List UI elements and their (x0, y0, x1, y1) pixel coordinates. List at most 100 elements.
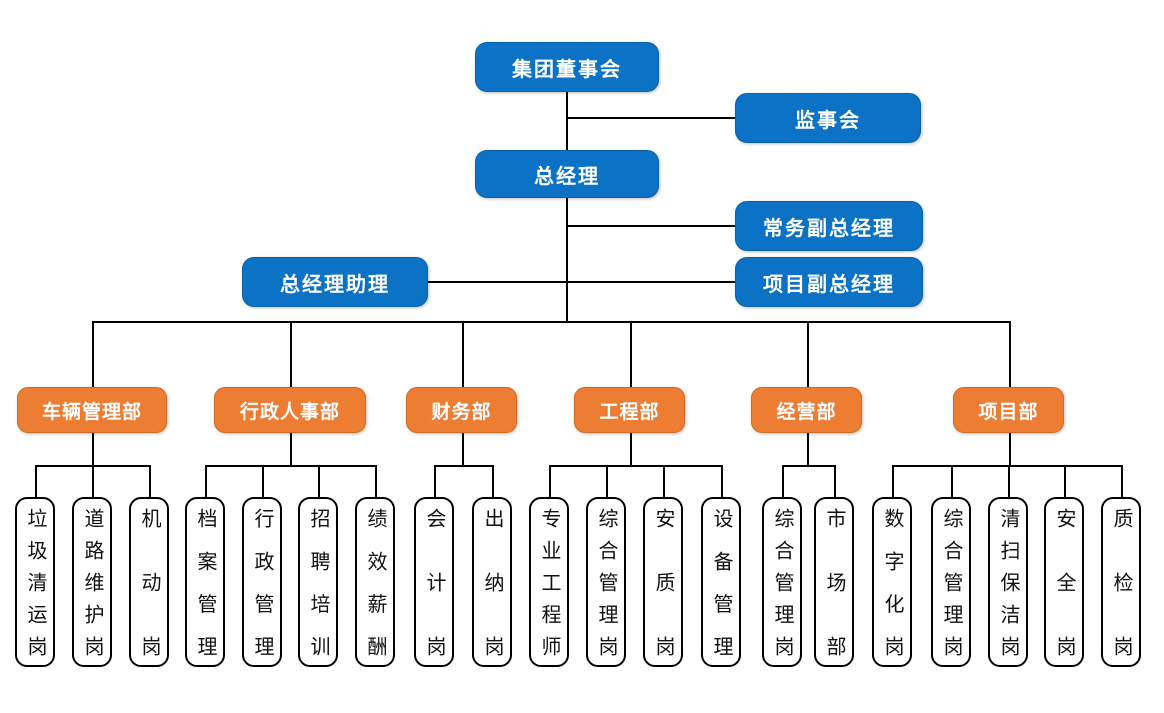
node-dept-finance: 财务部 (406, 387, 517, 433)
post-label: 档案管理 (194, 507, 216, 679)
node-supervisory-board: 监事会 (735, 93, 921, 143)
connector-line (35, 465, 37, 497)
post-label: 综合管理岗 (940, 508, 962, 668)
connector-line (1121, 465, 1123, 497)
node-post-cleaning: 清扫保洁岗 (988, 497, 1028, 668)
post-label: 绩效薪酬 (364, 507, 386, 679)
post-label: 机动岗 (138, 508, 160, 700)
connector-line (549, 465, 551, 497)
connector-line (205, 465, 376, 467)
connector-line (290, 433, 292, 466)
connector-line (663, 465, 665, 497)
node-general-manager: 总经理 (475, 150, 659, 198)
connector-line (434, 465, 436, 497)
node-label: 项目副总经理 (763, 273, 895, 296)
connector-line (462, 321, 464, 387)
node-post-garbage-removal: 垃圾清运岗 (15, 497, 55, 668)
connector-line (290, 321, 292, 387)
node-post-equipment-management: 设备管理 (701, 497, 741, 679)
connector-line (92, 321, 1010, 323)
node-post-mobile: 机动岗 (129, 497, 169, 700)
node-post-safety: 安全岗 (1044, 497, 1084, 700)
node-project-deputy-gm: 项目副总经理 (735, 257, 923, 307)
node-post-quality-inspection: 质检岗 (1101, 497, 1141, 700)
node-label: 监事会 (795, 109, 861, 132)
connector-line (92, 433, 94, 466)
connector-line (782, 465, 835, 467)
connector-line (149, 465, 151, 497)
connector-line (630, 321, 632, 387)
connector-line (92, 321, 94, 387)
connector-line (951, 465, 953, 497)
connector-line (492, 465, 494, 497)
node-executive-deputy-gm: 常务副总经理 (735, 201, 923, 251)
node-post-general-management-eng: 综合管理岗 (586, 497, 626, 668)
connector-line (549, 465, 722, 467)
node-label: 总经理 (534, 165, 600, 188)
node-post-cashier: 出纳岗 (472, 497, 512, 700)
node-label: 常务副总经理 (763, 217, 895, 240)
post-label: 清扫保洁岗 (997, 508, 1019, 668)
connector-line (807, 433, 809, 466)
post-label: 市场部 (823, 508, 845, 700)
post-label: 设备管理 (710, 507, 732, 679)
post-label: 行政管理 (251, 507, 273, 679)
connector-line (262, 465, 264, 497)
connector-line (630, 433, 632, 466)
dept-label: 经营部 (776, 401, 837, 423)
node-gm-assistant: 总经理助理 (242, 257, 428, 307)
node-dept-engineering: 工程部 (574, 387, 685, 433)
post-label: 招聘培训 (307, 507, 329, 679)
connector-line (782, 465, 784, 497)
node-dept-project: 项目部 (953, 387, 1064, 433)
connector-line (721, 465, 723, 497)
node-label: 总经理助理 (280, 273, 390, 296)
dept-label: 财务部 (431, 401, 492, 423)
node-post-professional-engineer: 专业工程师 (529, 497, 569, 668)
connector-line (566, 92, 568, 322)
connector-line (567, 117, 735, 119)
post-label: 垃圾清运岗 (24, 508, 46, 668)
dept-label: 工程部 (599, 401, 660, 423)
connector-line (807, 321, 809, 387)
node-label: 集团董事会 (512, 58, 622, 81)
post-label: 安全岗 (1053, 508, 1075, 700)
node-post-accounting: 会计岗 (414, 497, 454, 700)
connector-line (834, 465, 836, 497)
connector-line (567, 225, 735, 227)
node-post-general-management-proj: 综合管理岗 (931, 497, 971, 668)
node-post-admin-management: 行政管理 (242, 497, 282, 679)
connector-line (1009, 433, 1011, 466)
connector-line (606, 465, 608, 497)
node-dept-vehicle-management: 车辆管理部 (17, 387, 167, 433)
dept-label: 项目部 (978, 401, 1039, 423)
connector-line (205, 465, 207, 497)
post-label: 数字化岗 (881, 507, 903, 679)
post-label: 会计岗 (423, 508, 445, 700)
connector-line (375, 465, 377, 497)
node-post-safety-quality: 安质岗 (643, 497, 683, 700)
post-label: 安质岗 (652, 508, 674, 700)
connector-line (892, 465, 894, 497)
connector-line (1009, 321, 1011, 387)
node-post-digitalization: 数字化岗 (872, 497, 912, 679)
connector-line (428, 281, 735, 283)
connector-line (1008, 465, 1010, 497)
node-post-performance-pay: 绩效薪酬 (355, 497, 395, 679)
post-label: 综合管理岗 (771, 508, 793, 668)
connector-line (462, 433, 464, 466)
post-label: 出纳岗 (481, 508, 503, 700)
node-post-market: 市场部 (814, 497, 854, 700)
post-label: 综合管理岗 (595, 508, 617, 668)
connector-line (892, 465, 1122, 467)
node-dept-admin-hr: 行政人事部 (214, 387, 366, 433)
connector-line (1064, 465, 1066, 497)
node-post-recruit-training: 招聘培训 (298, 497, 338, 679)
post-label: 质检岗 (1110, 508, 1132, 700)
dept-label: 行政人事部 (239, 401, 340, 423)
node-post-archives-management: 档案管理 (185, 497, 225, 679)
node-post-road-maintenance: 道路维护岗 (72, 497, 112, 668)
connector-line (434, 465, 493, 467)
node-group-board: 集团董事会 (475, 42, 659, 92)
